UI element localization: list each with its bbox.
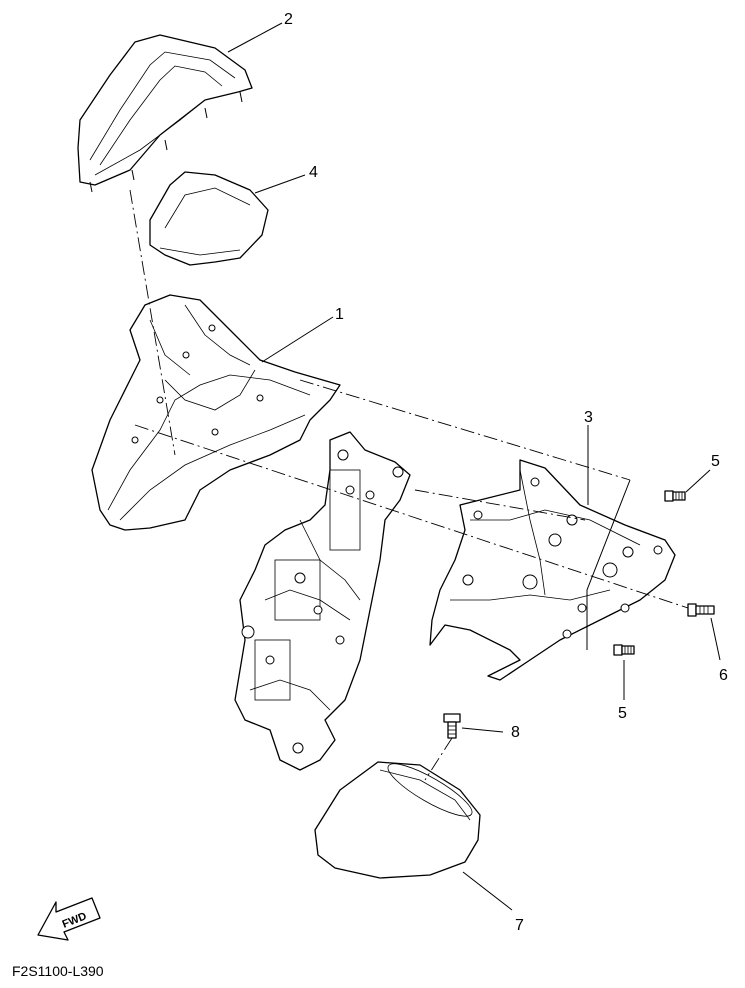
callout-4: 4 [309, 164, 318, 181]
part-7-headlight-cover [314, 761, 481, 879]
callout-7: 7 [515, 917, 524, 934]
part-3-inner-panel [429, 459, 676, 681]
callout-5-lower: 5 [618, 705, 627, 722]
callout-1: 1 [335, 306, 344, 323]
callout-labels: 2 4 1 3 5 6 5 8 7 [284, 11, 728, 934]
part-2-upper-cover [77, 34, 253, 193]
screw-8-alignment-line [424, 737, 453, 781]
callout-5-upper: 5 [711, 453, 720, 470]
screw-8 [443, 713, 461, 739]
callout-8: 8 [511, 724, 520, 741]
screw-6 [687, 603, 715, 617]
part-4-inner-cover [149, 171, 269, 266]
screw-5-lower [613, 644, 635, 656]
leader-lines [227, 22, 721, 911]
alignment-lines [129, 189, 701, 613]
part-1-front-cowl [91, 294, 341, 531]
diagram-code: F2S1100-L390 [12, 963, 104, 979]
callout-6: 6 [719, 667, 728, 684]
screw-5-upper [664, 490, 686, 502]
callout-3: 3 [584, 409, 593, 426]
fwd-arrow-icon: FWD [37, 897, 101, 941]
callout-2: 2 [284, 11, 293, 28]
headlight-bracket-assembly [234, 431, 411, 771]
